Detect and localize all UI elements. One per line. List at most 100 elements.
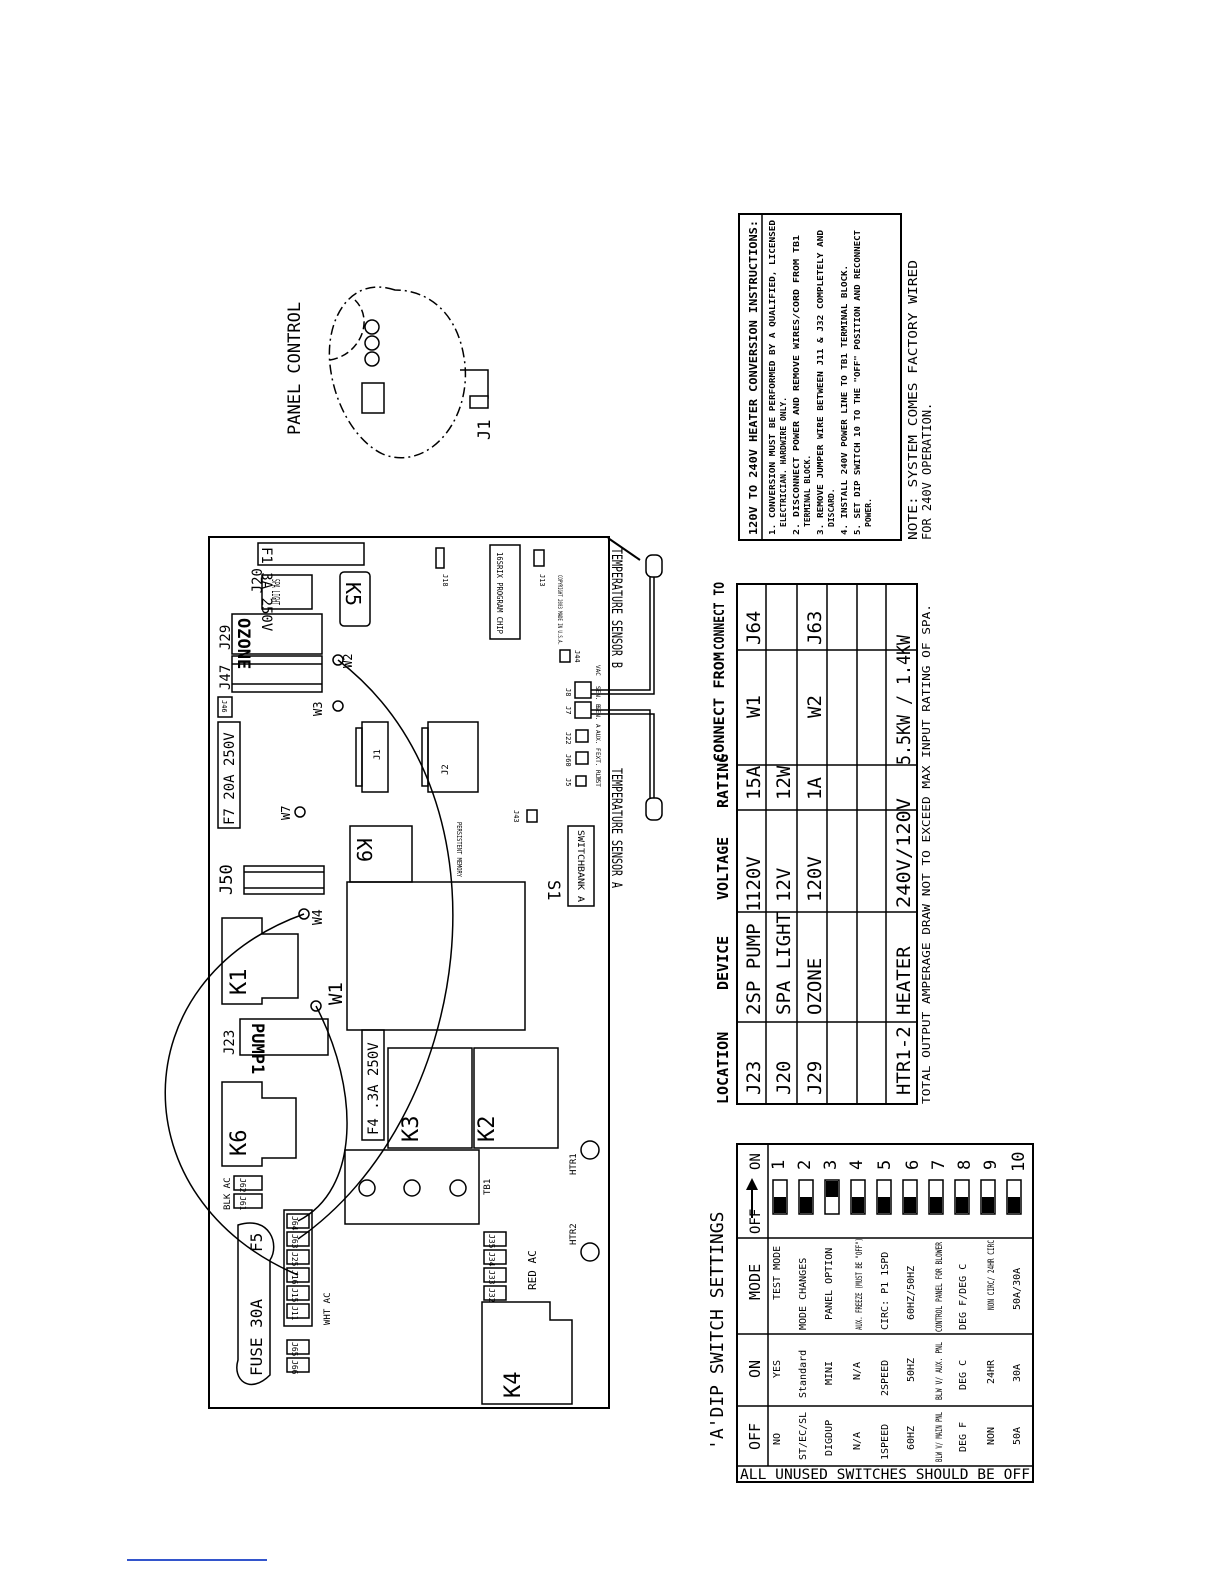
device-row-3-to: J63 <box>804 611 826 645</box>
j22-small: AUX. F <box>594 730 601 752</box>
dip-row-3-on: MINI <box>824 1361 835 1385</box>
j20-label: J20 <box>250 568 266 593</box>
dip-row-7-on: BLW V/ AUX. PNL <box>935 1342 945 1400</box>
dip-row-3-off: DIGDUP <box>824 1420 835 1456</box>
device-header-to: CONNECT TO <box>712 582 728 650</box>
device-row-6-voltage: 240V/120V <box>893 798 915 908</box>
device-header-device: DEVICE <box>714 936 732 990</box>
pump1-label: PUMP1 <box>247 1023 267 1074</box>
dip-row-3-mode: PANEL OPTION <box>824 1248 835 1320</box>
dip-row-9-on: 24HR <box>986 1359 997 1384</box>
k3-label: K3 <box>399 1116 424 1143</box>
tb1-label: TB1 <box>483 1179 493 1195</box>
device-row-3-rating: 1A <box>804 777 826 800</box>
j35-label: J35 <box>487 1234 496 1249</box>
dip-row-6-off: 60HZ <box>906 1426 917 1450</box>
conversion-instructions: 120V TO 240V HEATER CONVERSION INSTRUCTI… <box>738 213 934 541</box>
w1-label: W1 <box>325 982 347 1005</box>
dip-switch-table: 'A'DIP SWITCH SETTINGS OFF ON MODE OFF O… <box>707 1143 1034 1483</box>
device-header-rating: RATING <box>714 754 732 808</box>
w3-label: W3 <box>311 702 325 716</box>
conversion-step-1b: ELECTRICIAN. HARDWIRE ONLY. <box>779 397 788 527</box>
dip-row-6-mode: 60HZ/50HZ <box>906 1266 917 1320</box>
j2-board-label: J2 <box>441 764 451 775</box>
dip-row-6-on: 50HZ <box>906 1358 917 1382</box>
dip-header-switch-on: ON <box>748 1153 764 1170</box>
dip-row-8-num: 8 <box>955 1160 975 1170</box>
k2-label: K2 <box>475 1116 500 1143</box>
j18-label: J18 <box>441 574 449 587</box>
dip-row-4-off: N/A <box>852 1432 863 1450</box>
j15-label: J15 <box>290 1288 299 1303</box>
j44-label: J44 <box>573 650 581 663</box>
device-header-location: LOCATION <box>714 1032 732 1104</box>
conversion-step-3a: 3. REMOVE JUMPER WIRE BETWEEN J11 & J32 … <box>816 230 825 535</box>
dip-row-1-num: 1 <box>769 1160 789 1170</box>
conversion-note-2: FOR 240V OPERATION. <box>920 403 934 540</box>
wire-w1-j64 <box>297 1005 348 1222</box>
temp-sensor-b-label: TEMPERATURE SENSOR B <box>608 548 624 668</box>
w4-label: W4 <box>311 909 326 925</box>
k5-label: K5 <box>341 582 365 606</box>
w2-label: W2 <box>341 654 355 668</box>
dip-row-4-num: 4 <box>847 1160 867 1170</box>
dip-row-7-mode: CONTROL PANEL FOR BLOWER <box>935 1242 945 1332</box>
dip-row-8-on: DEG C <box>958 1360 969 1390</box>
j47-label: J47 <box>218 665 234 690</box>
device-row-2-voltage: 12V <box>773 868 795 902</box>
conversion-step-2b: TERMINAL BLOCK. <box>803 455 812 527</box>
device-row-2-location: J20 <box>773 1061 795 1095</box>
f4-label: F4 .3A 250V <box>366 1042 382 1135</box>
j61-label: J61 <box>238 1196 247 1211</box>
ozone-label: OZONE <box>233 618 253 669</box>
program-chip-label: 16SRIX PROGRAM CHIP <box>495 552 504 634</box>
htr2-label: HTR2 <box>569 1223 579 1245</box>
j60-label: J60 <box>564 754 572 767</box>
device-row-6-rating: 5.5KW / 1.4KW <box>893 635 915 765</box>
conversion-note-1: NOTE: SYSTEM COMES FACTORY WIRED <box>906 260 920 540</box>
dip-title: 'A'DIP SWITCH SETTINGS <box>707 1212 728 1450</box>
k9-label: K9 <box>352 838 376 862</box>
panel-control: PANEL CONTROL J1 <box>285 286 495 459</box>
dip-row-9-num: 9 <box>981 1160 1001 1170</box>
device-row-6-device: HEATER <box>893 946 915 1015</box>
j63-label: J63 <box>290 1234 299 1249</box>
j44-small: VAC <box>594 665 601 676</box>
k6-label: K6 <box>227 1130 252 1157</box>
dip-row-5-on: 2SPEED <box>880 1360 891 1396</box>
j7-small: SEN. A <box>594 706 601 728</box>
temp-sensor-a-label: TEMPERATURE SENSOR A <box>608 768 624 888</box>
dip-row-1-off: NO <box>772 1433 783 1445</box>
j5-small: TST <box>594 776 601 787</box>
wire-w4-j16 <box>164 913 305 1276</box>
conversion-title: 120V TO 240V HEATER CONVERSION INSTRUCTI… <box>747 220 760 535</box>
persistent-memory-label: PERSISTENT MEMORY <box>455 822 463 878</box>
device-row-1-voltage: 120V <box>743 856 765 902</box>
dip-row-10-on: 30A <box>1012 1364 1023 1382</box>
j1-board-label: J1 <box>373 749 383 760</box>
device-table: LOCATION DEVICE VOLTAGE RATING CONNECT F… <box>712 582 933 1105</box>
dip-row-7-num: 7 <box>929 1160 949 1170</box>
device-header-from: CONNECT FROM <box>712 652 728 762</box>
dip-row-8-mode: DEG F/DEG C <box>958 1264 969 1330</box>
j32-label: J32 <box>487 1288 496 1303</box>
dip-header-switch-off: OFF <box>748 1209 764 1234</box>
j65-label: J65 <box>290 1342 299 1357</box>
device-header-voltage: VOLTAGE <box>714 837 732 900</box>
j23-label: J23 <box>222 1030 238 1055</box>
dip-row-9-off: NON <box>986 1427 997 1445</box>
j16-label: J16 <box>290 1270 299 1285</box>
dip-row-1-mode: TEST MODE <box>772 1246 783 1300</box>
conversion-step-5b: POWER. <box>864 498 873 527</box>
w7-label: W7 <box>279 806 293 820</box>
dip-row-8-off: DEG F <box>958 1422 969 1452</box>
switchbank-label: SWITCHBANK A <box>575 830 585 903</box>
dip-header-off: OFF <box>746 1423 764 1450</box>
device-row-2-device: SPA LIGHT <box>773 912 795 1015</box>
j5-label: J5 <box>564 778 572 786</box>
dip-row-5-off: 1SPEED <box>880 1424 891 1460</box>
htr1-label: HTR1 <box>569 1153 579 1175</box>
panel-j1-label: J1 <box>475 420 495 440</box>
j22-label: J22 <box>564 732 572 745</box>
j8-small: SEN. B <box>594 686 601 708</box>
